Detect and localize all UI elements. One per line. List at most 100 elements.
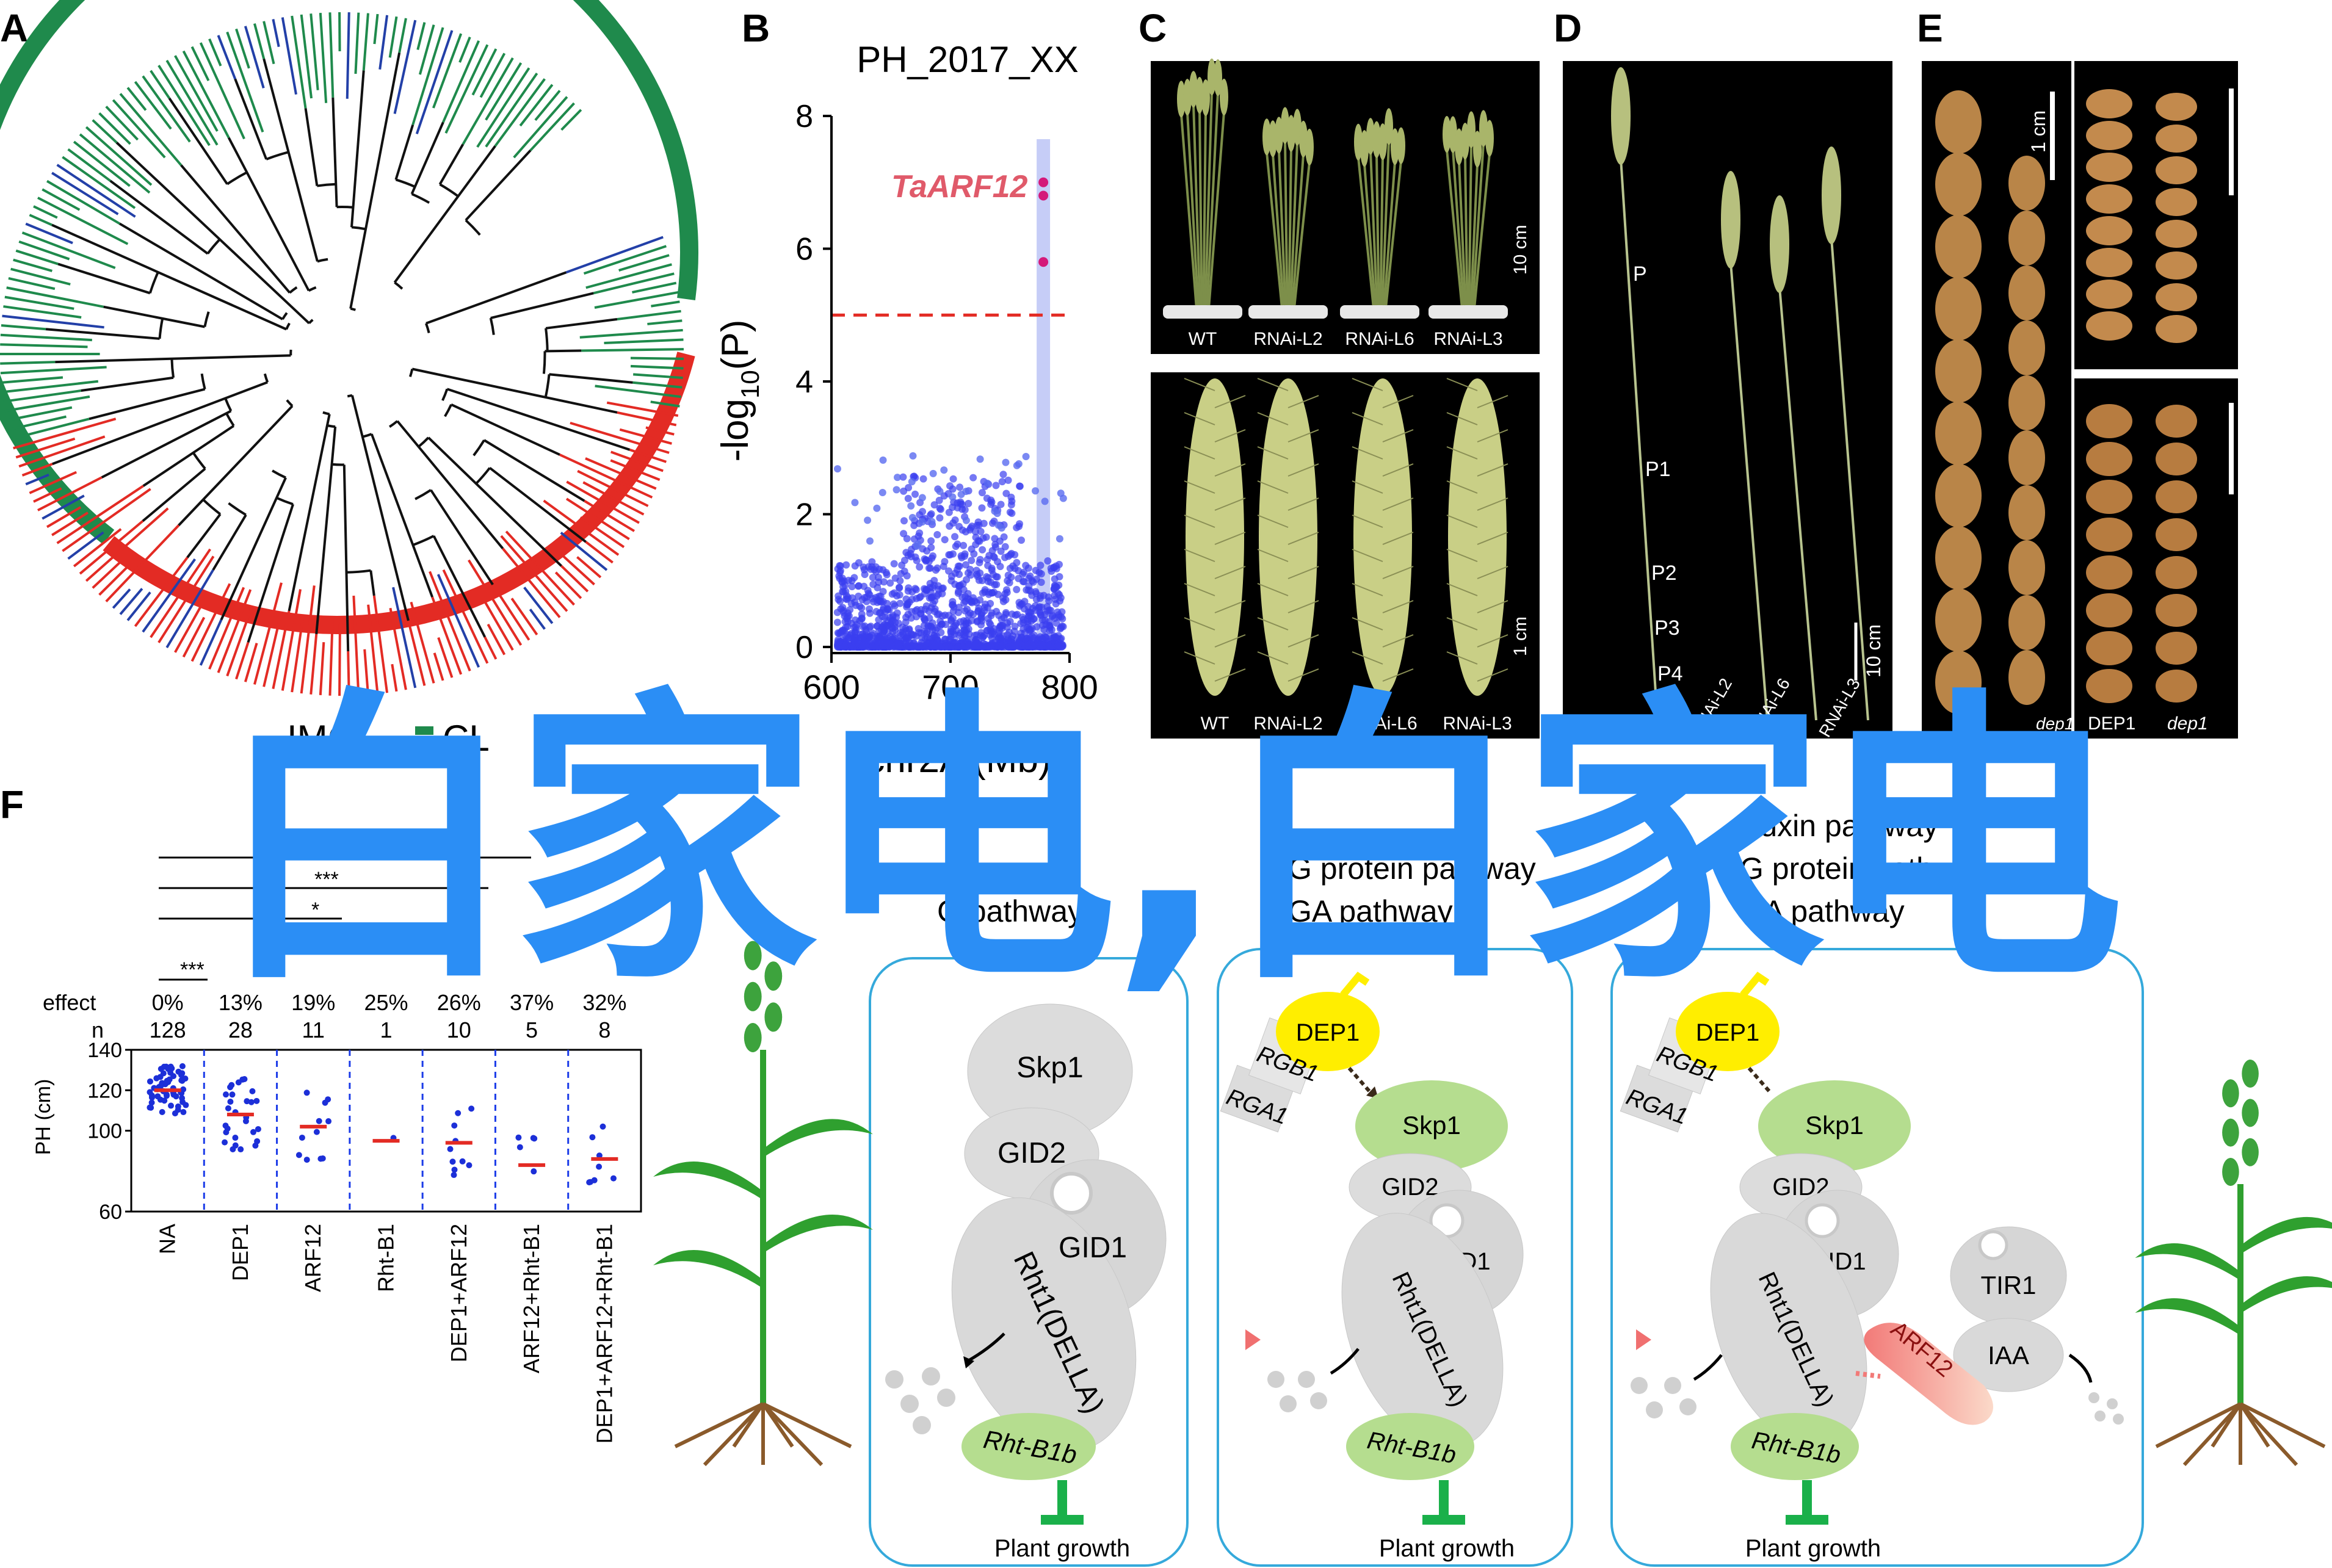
label-rnai-l6-spike: RNAi-L6 (1348, 714, 1417, 734)
tree-inner-branch (55, 354, 291, 364)
snp-point (976, 455, 984, 463)
snp-point (955, 604, 963, 612)
snp-point (978, 610, 986, 618)
stem-line (1620, 158, 1659, 721)
stem-line (1729, 262, 1769, 721)
stem (1208, 112, 1225, 306)
snp-point (1010, 627, 1018, 635)
data-point (147, 1104, 153, 1111)
stem (1284, 140, 1289, 306)
data-point (228, 1082, 235, 1088)
box3-complex: DEP1 RGB1 RGA1 Skp1 GID2 GID1 Rht1(DELLA… (1620, 972, 2124, 1562)
stem (1369, 151, 1378, 306)
rht-b1b-shape-2 (1346, 1413, 1474, 1480)
tree-leaf-branch (593, 272, 675, 295)
grain (2086, 518, 2132, 552)
tree-leaf-branch (158, 555, 215, 643)
stem (1180, 114, 1198, 306)
tree-leaf-branch (126, 87, 147, 111)
tree-leaf-branch (105, 524, 180, 602)
snp-point (946, 522, 954, 530)
snp-point (993, 510, 1001, 518)
tree-leaf-branch (610, 450, 664, 472)
tree-leaf-branch (98, 112, 131, 145)
snp-point (909, 452, 917, 460)
snp-point (1052, 619, 1060, 627)
stem-spike (1611, 67, 1631, 165)
data-point (161, 1097, 168, 1104)
awn (1477, 668, 1508, 682)
snp-point (856, 634, 864, 641)
snp-point (962, 561, 970, 569)
tree-leaf-branch (444, 44, 489, 134)
grain (2156, 556, 2197, 589)
awn (1352, 549, 1383, 562)
stem (1473, 153, 1491, 306)
tree-inner-branch (369, 570, 375, 596)
snp-point (916, 511, 924, 519)
tree-leaf-branch (432, 33, 463, 109)
tree-arc (148, 272, 159, 294)
tree-leaf-branch (415, 30, 454, 135)
tree-leaf-branch (513, 96, 568, 159)
snp-point (951, 569, 959, 577)
tree-leaf-branch (51, 172, 119, 215)
data-point (325, 1118, 332, 1125)
snp-point (1016, 482, 1024, 490)
tree-leaf-branch (604, 338, 684, 344)
scale-label-d: 10 cm (1863, 624, 1885, 677)
stem (1452, 150, 1465, 306)
grain (2156, 594, 2197, 627)
tree-arc (388, 420, 399, 428)
tree-arc (395, 178, 416, 188)
snp-point (1002, 490, 1010, 497)
x-tick-label: 600 (803, 668, 860, 706)
data-point (237, 1146, 244, 1153)
panel-g: G pathway G protein pathway GA pathway A… (653, 809, 2332, 1567)
data-point (183, 1102, 189, 1108)
tree-leaf-branch (338, 623, 341, 696)
tree-arc (276, 496, 294, 506)
snp-point (994, 521, 1002, 529)
tree-leaf-branch (13, 258, 53, 272)
awn (1257, 412, 1289, 425)
grain (2008, 375, 2045, 430)
tree-arc (317, 182, 336, 187)
tree-leaf-branch (354, 12, 360, 74)
grain (2086, 89, 2132, 118)
tree-leaf-branch (272, 19, 280, 48)
snp-point (960, 541, 968, 549)
tree-leaf-branch (235, 28, 250, 69)
plant-root (703, 1402, 765, 1467)
snp-point (1044, 557, 1052, 565)
awn (1446, 378, 1478, 391)
tree-leaf-branch (174, 598, 206, 653)
tree-leaf-branch (37, 476, 103, 511)
snp-point (998, 615, 1005, 623)
grain (2086, 593, 2132, 627)
awn (1477, 395, 1508, 408)
stars-4: *** (180, 958, 205, 981)
panel-a: A IMC CL (0, 0, 698, 759)
data-point (299, 1134, 305, 1141)
snp-point (1051, 633, 1059, 641)
snp-point (851, 499, 859, 507)
snp-point (937, 629, 945, 637)
tree-leaf-branch (51, 511, 89, 537)
tree-leaf-branch (8, 276, 56, 291)
internode-p: P (1633, 262, 1647, 286)
grain (2156, 518, 2197, 551)
spike-closeup (1259, 378, 1317, 696)
tree-arc (226, 171, 248, 186)
snp-point (997, 500, 1005, 508)
grain (2086, 280, 2132, 309)
internode-p2: P2 (1651, 562, 1677, 585)
tree-arc (263, 373, 269, 383)
awn (1352, 651, 1383, 665)
n-value: 5 (526, 1017, 538, 1042)
tree-leaf-branch (579, 516, 625, 549)
snp-point (1032, 588, 1040, 596)
tree-inner-branch (342, 464, 350, 652)
